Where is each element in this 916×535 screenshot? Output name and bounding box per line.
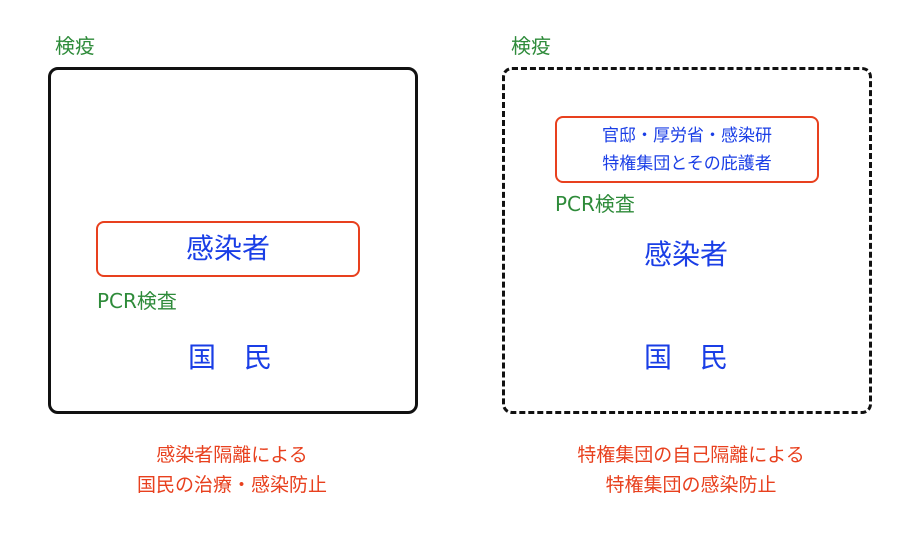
right-privileged-box: 官邸・厚労省・感染研 特権集団とその庇護者	[555, 116, 819, 183]
left-infected-text: 感染者	[185, 232, 270, 265]
left-quarantine-label: 検疫	[55, 34, 95, 58]
right-caption-line-1: 特権集団の自己隔離による	[577, 444, 805, 466]
right-privileged-line-2: 特権集団とその庇護者	[602, 154, 772, 174]
right-pcr-label: PCR検査	[555, 192, 635, 216]
right-quarantine-label: 検疫	[511, 34, 551, 58]
left-caption-line-2: 国民の治療・感染防止	[136, 474, 327, 496]
right-quarantine-frame	[502, 67, 872, 414]
left-caption-line-1: 感染者隔離による	[156, 444, 308, 466]
left-infected-box: 感染者	[96, 221, 360, 277]
right-privileged-line-1: 官邸・厚労省・感染研	[602, 126, 772, 146]
left-quarantine-frame	[48, 67, 418, 414]
right-caption-line-2: 特権集団の感染防止	[605, 474, 777, 496]
right-caption: 特権集団の自己隔離による 特権集団の感染防止	[546, 440, 836, 500]
left-citizens-label: 国 民	[187, 341, 272, 374]
left-caption: 感染者隔離による 国民の治療・感染防止	[100, 440, 364, 500]
right-infected-label: 感染者	[643, 238, 728, 271]
right-citizens-label: 国 民	[643, 341, 728, 374]
left-pcr-label: PCR検査	[97, 289, 177, 313]
